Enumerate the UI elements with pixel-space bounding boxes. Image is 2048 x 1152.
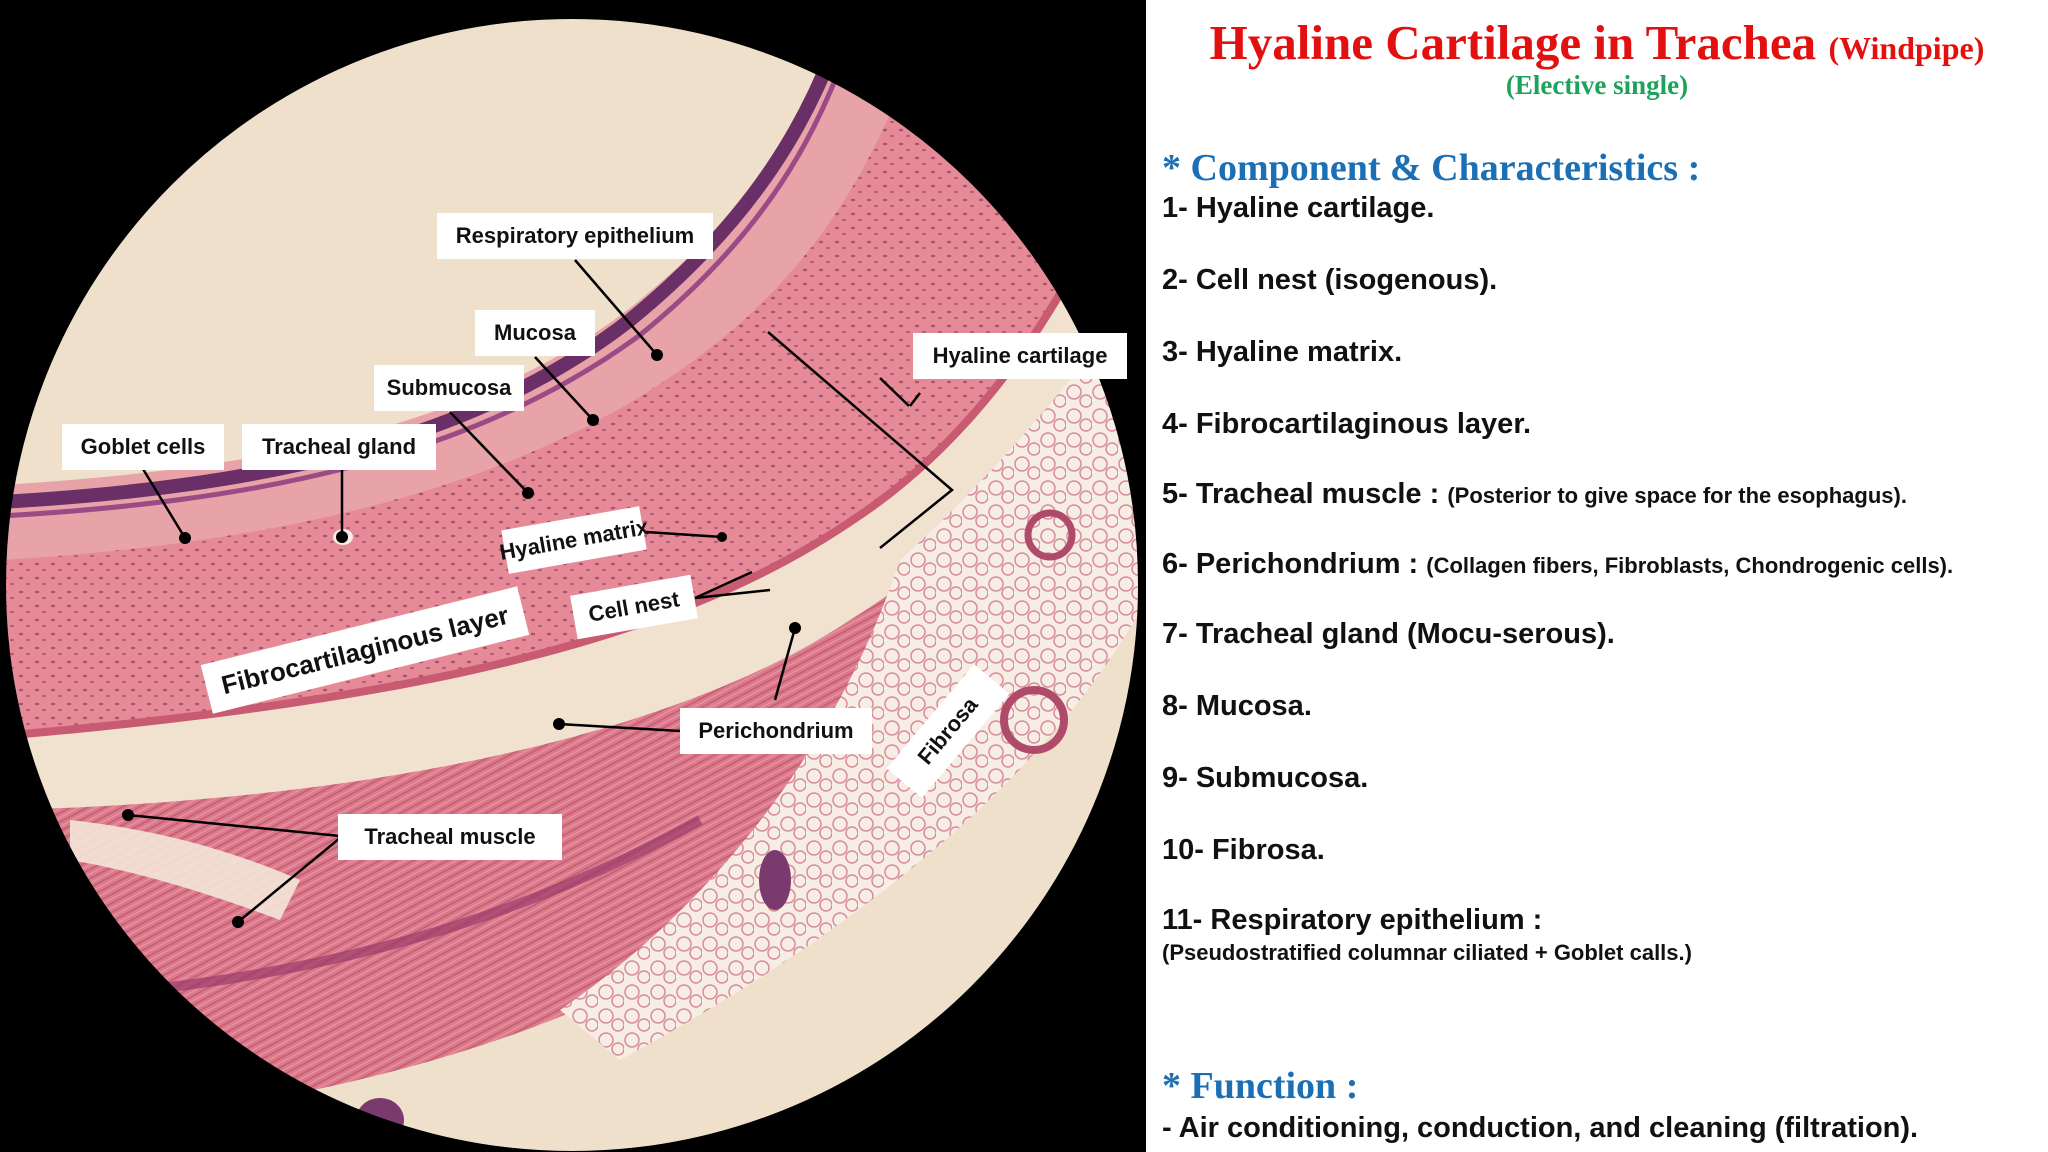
item-text: 11- Respiratory epithelium :: [1162, 904, 1543, 936]
list-item: 7- Tracheal gland (Mocu-serous).: [1162, 618, 1615, 651]
item-text: 2- Cell nest (isogenous).: [1162, 264, 1498, 296]
list-item: 10- Fibrosa.: [1162, 834, 1325, 867]
item-text: 10- Fibrosa.: [1162, 834, 1325, 866]
list-item: 3- Hyaline matrix.: [1162, 336, 1402, 369]
page-subtitle: (Elective single): [1505, 70, 1689, 100]
label-submucosa: Submucosa: [374, 365, 524, 411]
label-tracheal-gland: Tracheal gland: [242, 424, 436, 470]
list-item: 6- Perichondrium : (Collagen fibers, Fib…: [1162, 548, 1953, 581]
item-text: 9- Submucosa.: [1162, 762, 1369, 794]
item-note: (Posterior to give space for the esophag…: [1447, 483, 1907, 508]
tissue-section: [4, 17, 1140, 1152]
label-hyaline-cartilage: Hyaline cartilage: [913, 333, 1127, 379]
item-text: 3- Hyaline matrix.: [1162, 336, 1403, 368]
item-text: 1- Hyaline cartilage.: [1162, 192, 1435, 224]
list-item: 9- Submucosa.: [1162, 762, 1368, 795]
micrograph-image: [2, 15, 1142, 1152]
label-perichondrium: Perichondrium: [680, 708, 872, 754]
item-11-subnote: (Pseudostratified columnar ciliated + Go…: [1162, 940, 1692, 965]
components-heading: * Component & Characteristics :: [1162, 147, 1701, 189]
list-item: 11- Respiratory epithelium :: [1162, 904, 1542, 937]
function-text: - Air conditioning, conduction, and clea…: [1162, 1112, 1919, 1144]
label-mucosa: Mucosa: [475, 310, 595, 356]
description-panel: Hyaline Cartilage in Trachea (Windpipe) …: [1146, 0, 2048, 1152]
list-item: 8- Mucosa.: [1162, 690, 1312, 723]
label-goblet-cells: Goblet cells: [62, 424, 224, 470]
list-item: 4- Fibrocartilaginous layer.: [1162, 408, 1531, 441]
title-suffix: (Windpipe): [1828, 30, 1985, 66]
leader-lines: [127, 259, 954, 923]
item-text: 7- Tracheal gland (Mocu-serous).: [1162, 618, 1615, 650]
list-item: 1- Hyaline cartilage.: [1162, 192, 1434, 225]
item-note: (Collagen fibers, Fibroblasts, Chondroge…: [1426, 553, 1954, 578]
label-tracheal-muscle: Tracheal muscle: [338, 814, 562, 860]
list-item: 5- Tracheal muscle : (Posterior to give …: [1162, 478, 1907, 511]
leader-dots: [122, 349, 801, 928]
item-text: 6- Perichondrium :: [1162, 548, 1427, 580]
micrograph-panel: Respiratory epithelium Mucosa Submucosa …: [2, 15, 1142, 1152]
item-text: 5- Tracheal muscle :: [1162, 478, 1448, 510]
list-item: 2- Cell nest (isogenous).: [1162, 264, 1497, 297]
function-heading: * Function :: [1162, 1065, 1359, 1107]
item-text: 8- Mucosa.: [1162, 690, 1312, 722]
label-respiratory-epithelium: Respiratory epithelium: [437, 213, 713, 259]
title-main: Hyaline Cartilage in Trachea: [1209, 15, 1817, 70]
item-text: 4- Fibrocartilaginous layer.: [1162, 408, 1532, 440]
page-title: Hyaline Cartilage in Trachea (Windpipe): [1146, 14, 2048, 71]
